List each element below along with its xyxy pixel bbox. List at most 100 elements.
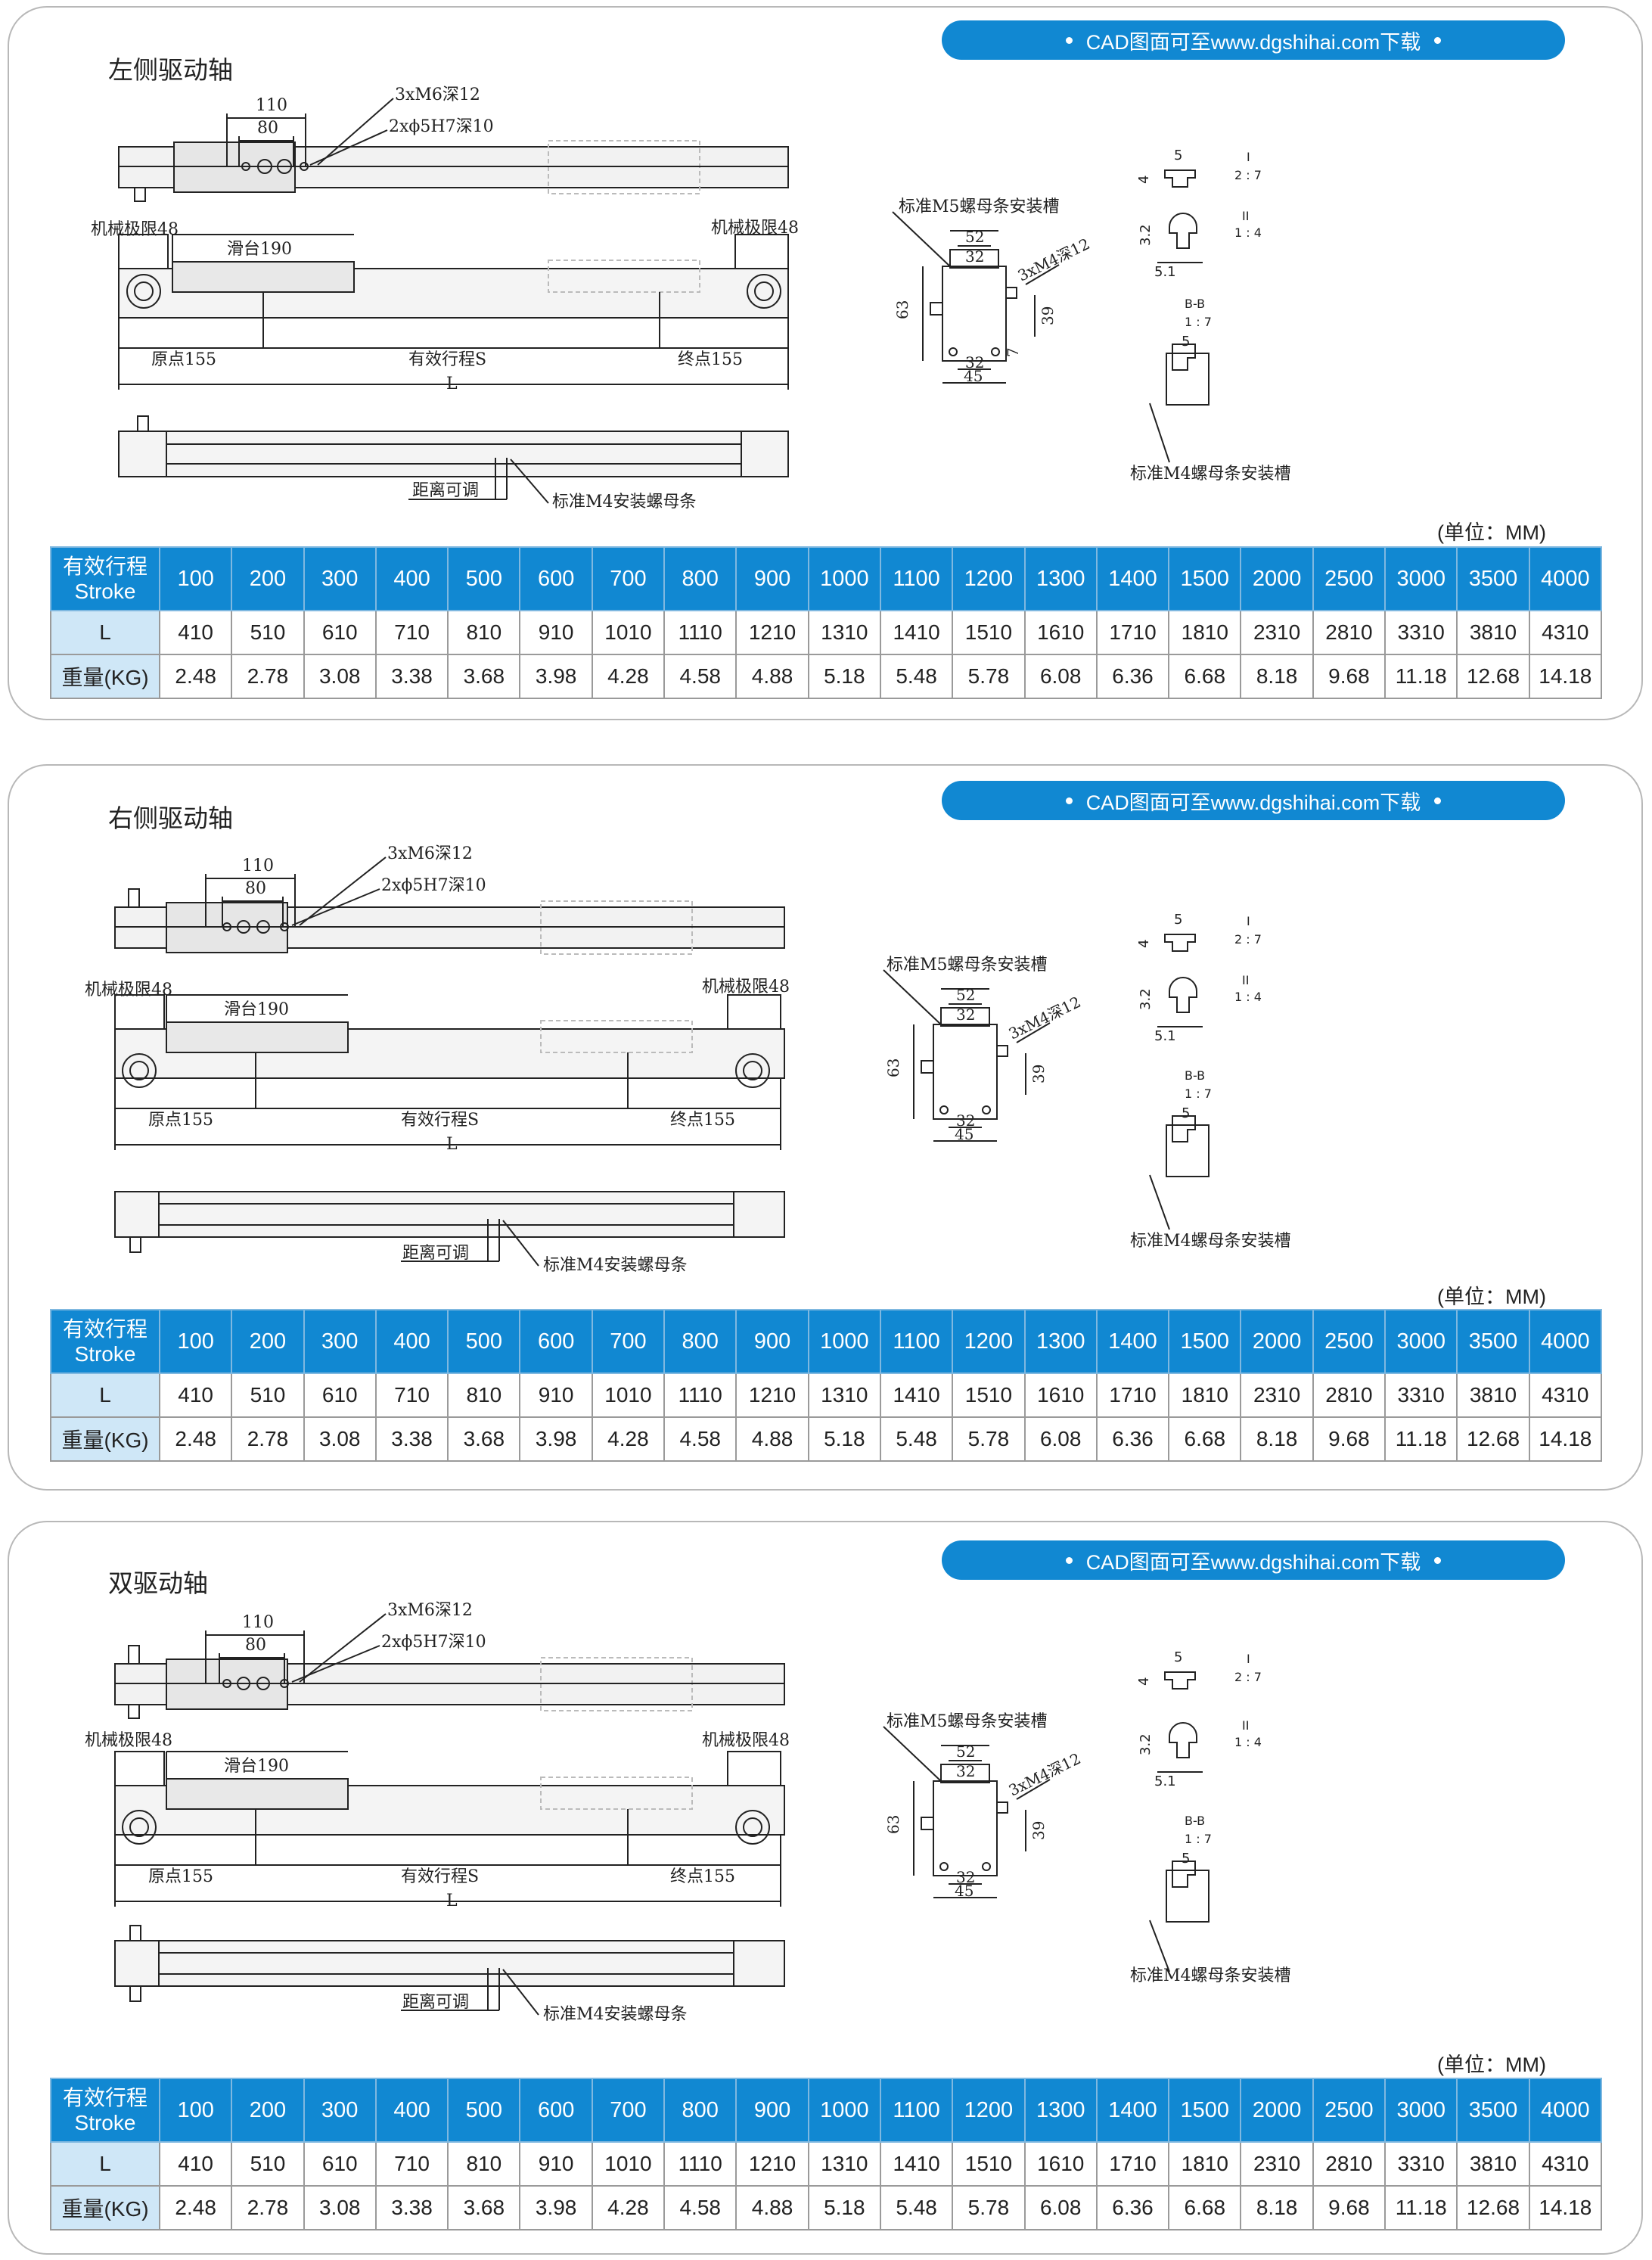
stroke-cell: 2000	[1240, 1309, 1314, 1374]
detail-II-scale: 1 : 4	[1234, 990, 1262, 1004]
weight-cell: 4.88	[735, 1416, 809, 1462]
length-cell: 410	[158, 1372, 233, 1418]
length-cell: 910	[519, 610, 593, 655]
weight-cell: 5.78	[952, 1416, 1026, 1462]
length-cell: 1810	[1168, 2141, 1242, 2187]
length-cell: 1010	[591, 610, 666, 655]
length-cell: 1610	[1023, 610, 1098, 655]
slide-label: 滑台190	[227, 240, 292, 259]
detail-5: 5	[1174, 1649, 1182, 1665]
stroke-cell: 2500	[1312, 1309, 1386, 1374]
cad-download-text: CAD图面可至www.dgshihai.com下载	[1085, 791, 1421, 814]
stroke-cell: 2000	[1240, 546, 1314, 611]
weight-cell: 5.48	[879, 2185, 954, 2230]
adjustable-label: 距离可调	[412, 481, 479, 500]
detail-5-1: 5.1	[1154, 264, 1176, 280]
bullet-icon	[1434, 797, 1442, 804]
length-cell: 810	[447, 1372, 521, 1418]
length-cell: 2810	[1312, 2141, 1386, 2187]
m4-hole-label: 3xM4深12	[1015, 235, 1093, 285]
stroke-cell: 1100	[879, 2078, 954, 2143]
length-cell: 1610	[1023, 1372, 1098, 1418]
bullet-icon	[1434, 36, 1442, 44]
dim-80: 80	[257, 119, 278, 138]
detail-I: I	[1247, 150, 1250, 164]
weight-cell: 12.68	[1456, 654, 1530, 699]
adjustable-label: 距离可调	[402, 1244, 469, 1263]
slot-detail-drawing: 5 4 I 2 : 7 3.2 5.1 II 1 : 4 B-B 1 : 7 5…	[1130, 1649, 1291, 1985]
length-cell: 2310	[1240, 610, 1314, 655]
weight-cell: 5.48	[879, 654, 954, 699]
detail-5: 5	[1174, 148, 1182, 163]
detail-3-2: 3.2	[1138, 988, 1154, 1010]
stroke-cell: 1400	[1095, 546, 1170, 611]
detail-II: II	[1242, 1718, 1249, 1733]
length-label: L	[446, 375, 458, 393]
weight-cell: 3.38	[374, 1416, 449, 1462]
length-cell: 1210	[735, 1372, 809, 1418]
detail-II-scale: 1 : 4	[1234, 225, 1262, 240]
cad-download-text: CAD图面可至www.dgshihai.com下载	[1085, 30, 1421, 54]
stroke-cell: 2500	[1312, 2078, 1386, 2143]
dim-63: 63	[893, 300, 911, 319]
slide-label: 滑台190	[224, 1000, 289, 1019]
weight-cell: 11.18	[1384, 2185, 1458, 2230]
dim-32: 32	[956, 1006, 975, 1024]
length-cell: 810	[447, 2141, 521, 2187]
length-cell: 4310	[1528, 1372, 1603, 1418]
dim-32: 32	[965, 247, 984, 266]
origin-label: 原点155	[148, 1867, 213, 1886]
origin-label: 原点155	[151, 350, 216, 369]
hole-pin-label: 2xϕ5H7深10	[381, 1633, 486, 1652]
length-cell: 610	[303, 610, 377, 655]
length-cell: 1710	[1095, 610, 1170, 655]
section-title: 左侧驱动轴	[108, 55, 233, 85]
detail-5: 5	[1174, 912, 1182, 928]
bottom-view-drawing: 距离可调 标准M4安装螺母条	[118, 415, 789, 511]
weight-cell: 3.98	[519, 1416, 593, 1462]
bottom-view-drawing: 距离可调 标准M4安装螺母条	[114, 1925, 785, 2024]
stroke-cell: 200	[231, 1309, 305, 1374]
stroke-cell: 100	[158, 546, 233, 611]
detail-I-scale: 2 : 7	[1234, 932, 1262, 947]
stroke-cell: 3500	[1456, 1309, 1530, 1374]
m5-slot-label: 标准M5螺母条安装槽	[887, 956, 1048, 975]
length-header: L	[50, 1372, 160, 1418]
weight-cell: 4.28	[591, 654, 666, 699]
weight-cell: 2.48	[158, 1416, 233, 1462]
weight-cell: 6.68	[1168, 2185, 1242, 2230]
detail-BB: B-B	[1185, 297, 1205, 311]
weight-cell: 3.38	[374, 2185, 449, 2230]
weight-header: 重量(KG)	[50, 654, 160, 699]
mech-limit-right: 机械极限48	[702, 978, 790, 996]
stroke-cell: 800	[663, 2078, 738, 2143]
detail-4: 4	[1136, 1677, 1152, 1686]
dim-80: 80	[245, 879, 266, 898]
weight-cell: 5.18	[807, 654, 881, 699]
length-cell: 3310	[1384, 2141, 1458, 2187]
front-view-drawing: 110 80 3xM6深12 2xϕ5H7深10 机械极限48 机械极限48 滑…	[85, 844, 790, 1154]
weight-cell: 4.28	[591, 1416, 666, 1462]
m4-slot-label: 标准M4螺母条安装槽	[1130, 1966, 1291, 1985]
length-header: L	[50, 610, 160, 655]
stroke-cell: 600	[519, 546, 593, 611]
end-label: 终点155	[678, 350, 743, 369]
bullet-icon	[1434, 1556, 1442, 1564]
length-label: L	[446, 1892, 458, 1910]
weight-cell: 9.68	[1312, 1416, 1386, 1462]
detail-BB: B-B	[1185, 1814, 1205, 1828]
dim-39: 39	[1029, 1065, 1048, 1083]
dim-32-bottom: 32	[965, 353, 984, 371]
cad-download-banner[interactable]: CAD图面可至www.dgshihai.com下载	[942, 20, 1565, 60]
length-cell: 510	[231, 610, 305, 655]
weight-header: 重量(KG)	[50, 1416, 160, 1462]
unit-label: (单位：MM)	[1437, 521, 1546, 544]
weight-cell: 2.48	[158, 654, 233, 699]
cad-download-banner[interactable]: CAD图面可至www.dgshihai.com下载	[942, 781, 1565, 820]
stroke-cell: 1000	[807, 2078, 881, 2143]
detail-5-bb: 5	[1182, 1851, 1190, 1867]
cad-download-banner[interactable]: CAD图面可至www.dgshihai.com下载	[942, 1540, 1565, 1580]
